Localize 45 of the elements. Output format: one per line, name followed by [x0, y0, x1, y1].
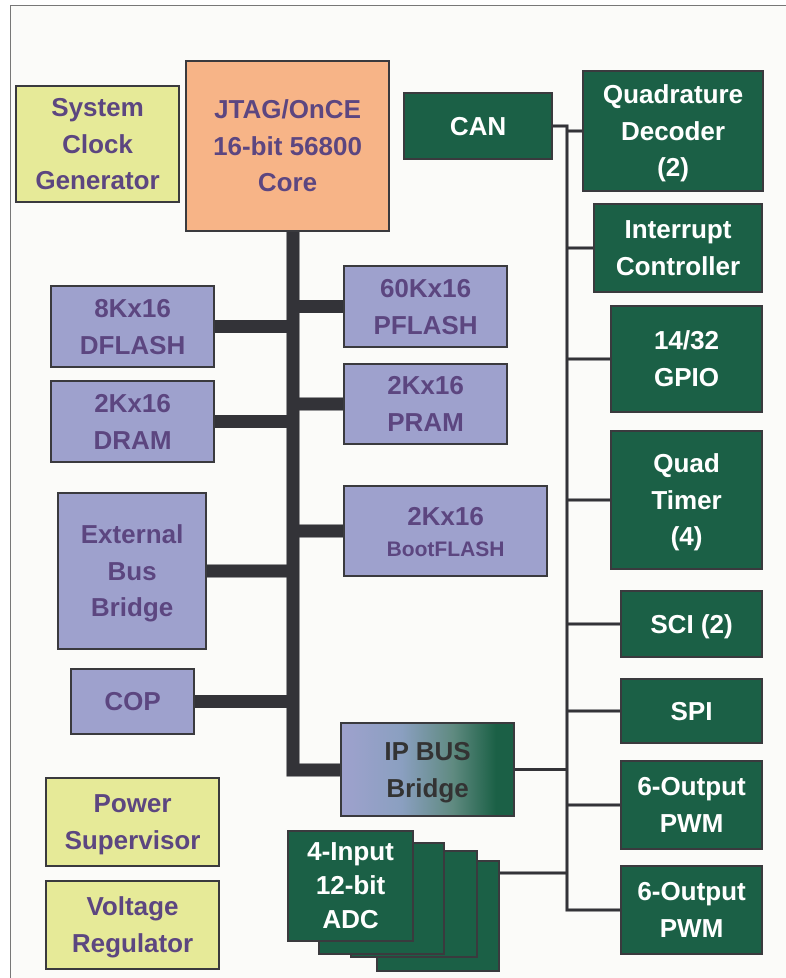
node-label: COP — [104, 685, 161, 718]
node-label: 2Kx16 PRAM — [386, 369, 465, 439]
node-label: BootFLASH — [386, 536, 504, 563]
peripheral-box — [610, 430, 763, 570]
node-label: 60Kx16 PFLASH — [372, 272, 478, 342]
node-label: System Clock Generator — [34, 90, 161, 198]
memory-box — [343, 265, 508, 348]
node-label: JTAG/OnCE 16-bit 56800 Core — [212, 92, 363, 200]
node-label: 4-Input 12-bit ADC — [306, 835, 395, 936]
peripheral-box — [403, 92, 553, 160]
memory-box — [50, 285, 215, 368]
node-label: 14/32 GPIO — [652, 324, 720, 394]
peripheral-box — [620, 678, 763, 744]
node-label: 6-Output PWM — [636, 770, 747, 840]
module-box — [45, 880, 220, 970]
bridge-box — [340, 722, 515, 817]
module-box — [45, 777, 220, 867]
peripheral-box — [610, 305, 763, 413]
node-label: Voltage Regulator — [70, 890, 194, 960]
node-label: CAN — [450, 110, 506, 143]
node-label: SPI — [670, 694, 712, 728]
node-label: 6-Output PWM — [636, 875, 747, 945]
peripheral-box — [620, 865, 763, 955]
peripheral-box — [593, 203, 763, 293]
core-box — [185, 60, 390, 232]
memory-box — [57, 492, 207, 650]
node-label: SCI (2) — [650, 608, 733, 641]
memory-box — [70, 668, 195, 735]
connector-line — [500, 768, 568, 874]
node-label: 2Kx16 DRAM — [92, 386, 172, 456]
node-label: IP BUS Bridge — [383, 734, 472, 804]
node-label: Power Supervisor — [64, 787, 202, 857]
peripheral-box — [620, 760, 763, 850]
node-label: 8Kx16 DFLASH — [78, 292, 186, 362]
node-label: Interrupt Controller — [614, 213, 742, 283]
node-label: External Bus Bridge — [80, 518, 184, 624]
peripheral-box — [582, 70, 764, 192]
memory-box — [50, 380, 215, 463]
peripheral-box — [620, 590, 763, 658]
memory-box — [343, 363, 508, 445]
module-box — [15, 85, 180, 203]
node-label: 2Kx16 — [407, 500, 484, 533]
memory-box — [343, 485, 548, 577]
node-label: Quadrature Decoder (2) — [602, 78, 744, 184]
node-label: Quad Timer (4) — [650, 446, 723, 554]
